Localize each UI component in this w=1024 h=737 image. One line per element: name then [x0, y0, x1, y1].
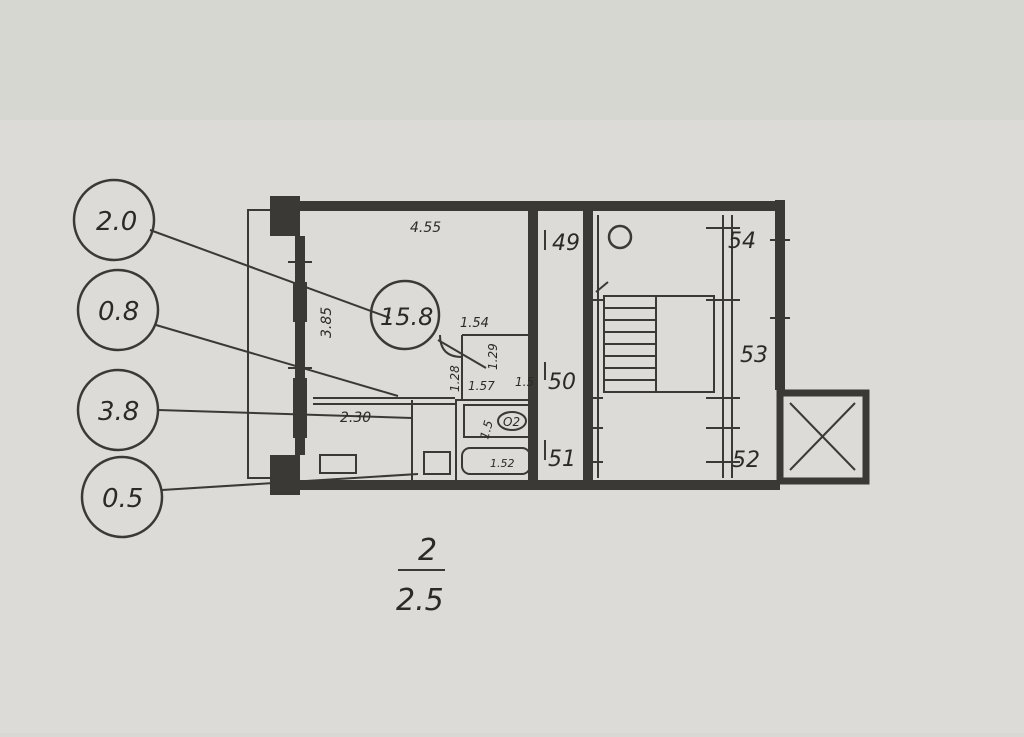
marker-52: 52	[732, 448, 760, 473]
floor-numerator: 2	[418, 533, 437, 568]
elevator-shaft	[776, 389, 870, 485]
floor-fraction: 2 2.5	[396, 533, 445, 618]
marker-49: 49	[552, 231, 580, 256]
o2-label: O2	[503, 415, 520, 429]
callout-1-label: 2.0	[96, 207, 137, 237]
dim-154: 1.54	[460, 316, 489, 331]
callout-1: 2.0	[72, 178, 391, 319]
balcony-frame	[247, 209, 272, 479]
callout-2: 0.8	[76, 268, 399, 397]
bathroom-fixtures	[319, 404, 531, 475]
dim-157: 1.57	[468, 379, 495, 393]
callout-4-label: 0.5	[102, 484, 143, 514]
wall-ticks	[288, 227, 790, 463]
staircase	[603, 295, 715, 393]
tub-label: 1.52	[490, 457, 515, 470]
callout-3-label: 3.8	[98, 397, 139, 427]
dim-top-width: 4.55	[410, 220, 441, 236]
dim-r: 1.5	[515, 375, 534, 389]
door-arc	[595, 281, 609, 293]
riser-icon	[607, 224, 633, 250]
dim-230: 2.30	[340, 410, 371, 426]
marker-53: 53	[740, 343, 768, 368]
marker-50: 50	[548, 370, 576, 395]
paper-shadow	[0, 0, 1024, 120]
callout-3: 3.8	[76, 368, 413, 452]
room-area-callout: 15.8	[369, 279, 487, 369]
callout-4: 0.5	[80, 455, 419, 539]
interior-walls	[313, 200, 785, 485]
room-area-label: 15.8	[380, 303, 433, 331]
outer-walls	[270, 196, 780, 495]
door-arc	[439, 334, 463, 358]
marker-54: 54	[728, 229, 756, 254]
dim-left-height: 3.85	[319, 307, 335, 338]
dim-128: 1.28	[448, 365, 462, 392]
dim-15: 1.5	[477, 419, 495, 441]
marker-51: 51	[548, 447, 576, 472]
floor-denominator: 2.5	[396, 583, 444, 618]
callout-2-label: 0.8	[98, 297, 139, 327]
dim-129: 1.29	[486, 343, 500, 370]
